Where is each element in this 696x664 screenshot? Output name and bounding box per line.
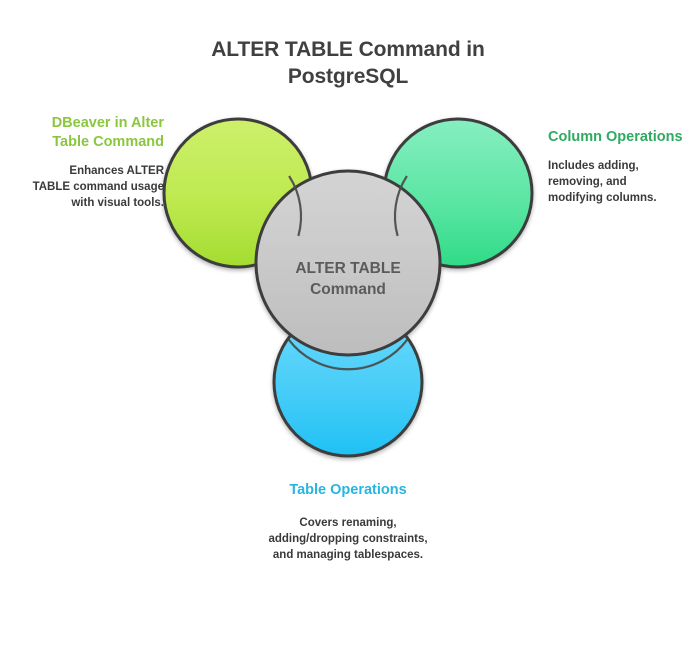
callout-dbeaver: DBeaver in Alter Table Command Enhances … — [32, 114, 164, 211]
callout-table-operations-heading: Table Operations — [289, 482, 407, 498]
callout-column-operations-description: Includes adding, removing, and modifying… — [548, 160, 657, 204]
page-title-line-2: PostgreSQL — [287, 65, 409, 88]
callout-column-operations: Column Operations Includes adding, remov… — [548, 128, 684, 206]
overlap-arc-dbeaver — [288, 175, 303, 237]
callout-dbeaver-description: Enhances ALTER TABLE command usage with … — [32, 165, 164, 209]
callout-table-operations-description: Covers renaming, adding/dropping constra… — [268, 517, 428, 561]
page-title-line-1: ALTER TABLE Command in — [211, 38, 485, 61]
overlap-arc-column-operations — [393, 175, 408, 237]
page-title: ALTER TABLE Command in PostgreSQL — [148, 36, 548, 90]
callout-table-operations: Table Operations Covers renaming, adding… — [258, 481, 438, 563]
callout-dbeaver-heading: DBeaver in Alter Table Command — [51, 115, 164, 150]
circle-center-alter-table[interactable] — [254, 169, 442, 357]
callout-column-operations-heading: Column Operations — [548, 129, 683, 145]
overlap-arc-table-operations — [288, 339, 408, 371]
